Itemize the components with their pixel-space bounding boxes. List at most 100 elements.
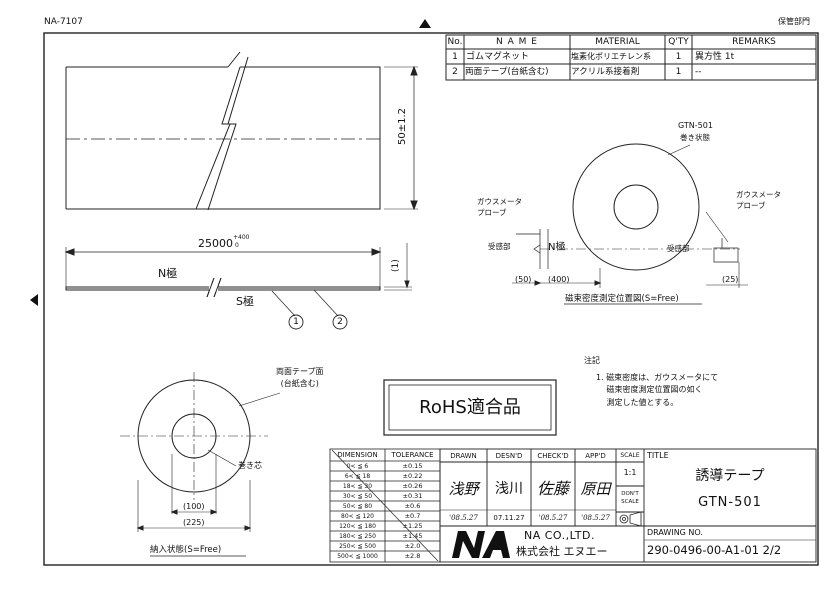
parts-row-2-qty: 1: [675, 67, 682, 77]
roll-tape-side-label: 両面テープ面 (台紙含む): [276, 367, 324, 388]
length-tol-upper: +400: [233, 234, 250, 241]
roll-core-label: 巻き芯: [238, 461, 262, 470]
parts-row-1-no: 1: [452, 51, 458, 62]
dept-stamp: 保管部門: [778, 17, 810, 26]
probe-n-pole-label: N極: [548, 242, 566, 253]
probe-wound-state: 巻き状態: [680, 133, 710, 142]
scale-label: SCALE: [620, 452, 640, 459]
notes-item-1: 1. 磁束密度は、ガウスメータにて 磁束密度測定位置図の如く 測定した値とする。: [596, 373, 719, 407]
parts-row-1-name: ゴムマグネット: [466, 51, 530, 62]
company-name-en: NA CO.,LTD.: [524, 529, 595, 542]
tol-row-val: ±0.15: [402, 462, 423, 471]
tol-row-dim: 250< ≦ 500: [339, 542, 376, 550]
title-label: TITLE: [647, 451, 669, 460]
doc-code: NA-7107: [44, 17, 83, 27]
approved-label: APP'D: [585, 451, 606, 460]
probe-right-label: ガウスメータ プローブ: [736, 190, 781, 211]
tol-row-val: ±1.45: [402, 532, 423, 541]
scale-value: 1:1: [623, 468, 637, 477]
parts-header-qty: Q'TY: [668, 37, 689, 47]
tol-row-val: ±0.7: [404, 512, 421, 521]
top-view: [65, 51, 418, 211]
parts-header-remarks: REMARKS: [732, 37, 776, 47]
balloon-2-label: 2: [337, 316, 343, 327]
roll-dim-100: (100): [183, 502, 205, 511]
drawn-date: '08.5.27: [449, 513, 478, 522]
tol-row-val: ±0.31: [402, 492, 423, 501]
approved-date: '08.5.27: [581, 513, 610, 522]
projection-symbol-icon: [619, 511, 642, 527]
parts-row-1-qty: 1: [675, 51, 682, 62]
tol-header-tolerance: TOLERANCE: [391, 451, 434, 459]
checked-signature: 佐藤: [536, 479, 569, 498]
parts-table-grid: [445, 34, 817, 81]
parts-row-2-name: 両面テープ(台紙含む): [465, 67, 549, 78]
length-dimension-label: 25000: [198, 237, 233, 250]
probe-left-label: ガウスメータ プローブ: [477, 197, 522, 218]
height-dimension-label: 50±1.2: [397, 107, 408, 145]
roll-dim-225: (225): [183, 518, 205, 527]
parts-header-no: No.: [447, 37, 463, 47]
tol-row-dim: 500< ≦ 1000: [337, 552, 378, 560]
tol-row-dim: 18< ≦ 30: [342, 482, 373, 490]
center-mark-top: [419, 19, 431, 28]
approved-signature: 原田: [580, 479, 611, 498]
balloon-1-label: 1: [293, 316, 299, 327]
rohs-box-inner: [388, 384, 552, 431]
tol-header-dimension: DIMENSION: [337, 451, 378, 459]
checked-date: '08.5.27: [538, 513, 568, 522]
title-product-code: GTN-501: [698, 494, 762, 510]
parts-row-1-material: 塩素化ポリエチレン系: [571, 52, 651, 61]
drawing-no-label: DRAWING NO.: [647, 528, 703, 537]
tol-row-val: ±2.0: [404, 542, 421, 551]
title-block-grid: [439, 448, 817, 563]
tol-row-val: ±1.25: [402, 522, 423, 531]
parts-row-1-remarks: 異方性 1t: [695, 51, 735, 62]
drawing-number: 290-0496-00-A1-01 2/2: [647, 543, 782, 558]
side-n-pole-label: N極: [158, 267, 178, 280]
drawn-signature: 浅野: [448, 479, 479, 498]
designed-date: 07.11.27: [493, 513, 525, 522]
probe-product-label: GTN-501: [678, 121, 713, 130]
checked-label: CHECK'D: [537, 451, 569, 460]
tol-row-dim: 6< ≦ 18: [344, 472, 371, 480]
side-s-pole-label: S極: [236, 295, 254, 308]
sensor-right-label: 受感部: [667, 244, 690, 253]
tol-row-dim: 0< ≦ 6: [346, 462, 369, 470]
tol-row-dim: 120< ≦ 180: [339, 522, 376, 530]
parts-row-2-material: アクリル系接着剤: [571, 67, 640, 78]
parts-header-material: MATERIAL: [595, 37, 640, 47]
dont-scale-label: DON'T SCALE: [621, 491, 639, 505]
thickness-dimension-label: (1): [391, 259, 401, 272]
roll-view: [120, 372, 281, 557]
tol-row-dim: 180< ≦ 250: [339, 532, 376, 540]
parts-row-2-no: 2: [452, 67, 458, 77]
parts-row-2-remarks: --: [695, 67, 702, 77]
tol-row-val: ±2.8: [404, 552, 421, 561]
tol-row-val: ±0.22: [402, 472, 423, 481]
probe-dim-400: (400): [548, 275, 570, 284]
tol-row-dim: 30< ≦ 50: [342, 492, 373, 500]
tolerance-table-grid: [329, 448, 441, 563]
center-mark-left: [30, 294, 38, 306]
designed-label: DESN'D: [495, 451, 523, 460]
na-logo: [452, 531, 510, 558]
sensor-left-label: 受感部: [488, 242, 511, 251]
length-tol-lower: 0: [235, 242, 239, 249]
title-japanese: 誘導テープ: [695, 468, 765, 484]
probe-dim-25: (25): [722, 275, 739, 284]
notes-heading: 注記: [584, 356, 600, 365]
probe-caption: 磁束密度測定位置図(S=Free): [565, 294, 679, 304]
parts-header-name: N A M E: [496, 37, 538, 47]
side-view: [64, 243, 412, 330]
probe-view: [512, 143, 748, 305]
drawn-label: DRAWN: [450, 451, 477, 460]
tol-row-val: ±0.26: [402, 482, 423, 491]
tol-row-val: ±0.6: [404, 502, 421, 511]
roll-caption: 納入状態(S=Free): [150, 545, 222, 555]
rohs-compliant-label: RoHS適合品: [419, 396, 521, 418]
probe-dim-50: (50): [515, 275, 532, 284]
rohs-box-outer: [383, 379, 557, 436]
tol-row-dim: 80< ≦ 120: [341, 512, 374, 520]
